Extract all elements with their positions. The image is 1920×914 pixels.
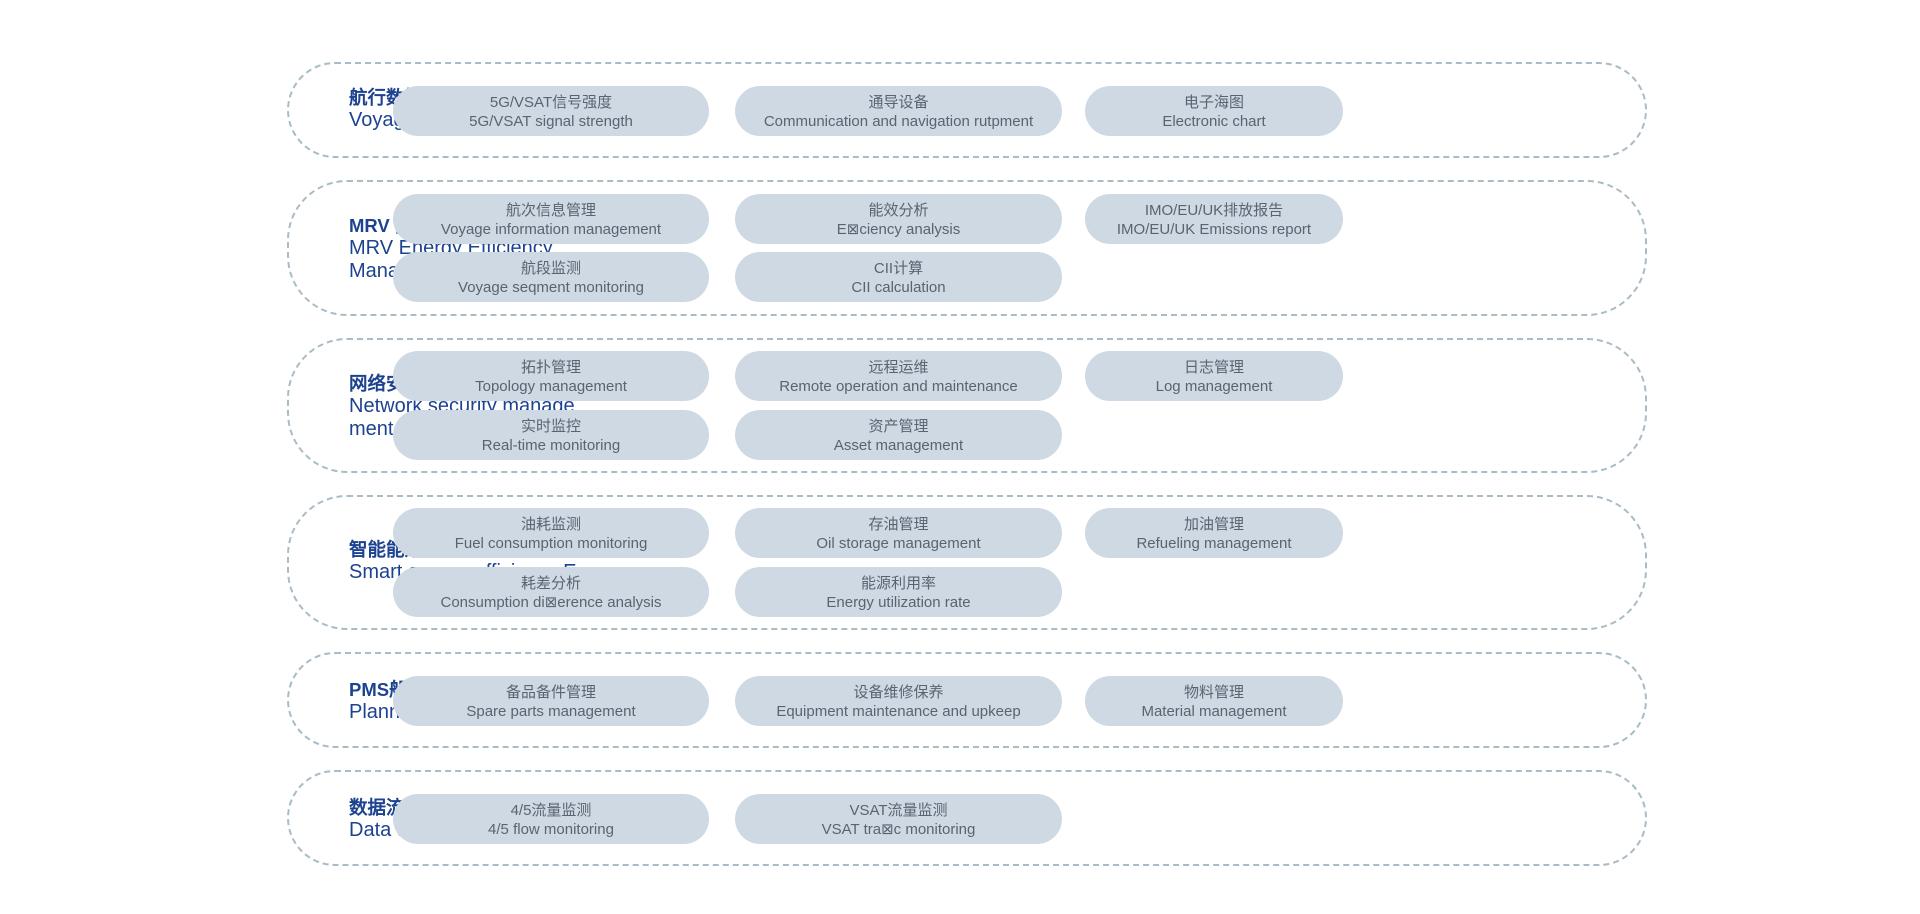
pill-label-zh: 通导设备 [868,93,929,111]
pill-label-zh: IMO/EU/UK排放报告 [1144,201,1284,219]
pill-label-en: E⊠ciency analysis [836,220,961,238]
pill-label-zh: 实时监控 [520,417,581,435]
pill-label-zh: 5G/VSAT信号强度 [489,93,613,111]
pill-label-zh: 设备维修保养 [853,683,944,701]
pill-label-en: Oil storage management [816,534,981,552]
pill-label-en: Topology management [475,377,627,395]
pill-label-zh: 电子海图 [1183,93,1244,111]
pill-label-zh: VSAT流量监测 [849,801,948,819]
pill-label-zh: 物料管理 [1183,683,1244,701]
pill-label-zh: 能效分析 [868,201,929,219]
pill-label-en: 5G/VSAT signal strength [469,112,633,130]
pill-label-zh: 备品备件管理 [505,683,596,701]
pill-label-en: VSAT tra⊠c monitoring [821,820,976,838]
pill-label-en: Energy utilization rate [826,593,971,611]
pill-label-zh: CII计算 [873,259,924,277]
module-section: 网络安全管理平台Network security management plat… [287,338,1647,473]
module-section: PMS船舶机械计划保养系统Planned Maintenance System备… [287,652,1647,748]
pill-label-zh: 加油管理 [1183,515,1244,533]
pill-label-zh: 油耗监测 [520,515,581,533]
pill-label-en: Voyage seqment monitoring [458,278,644,296]
pill-label-zh: 能源利用率 [860,574,936,592]
pill-label-zh: 耗差分析 [520,574,581,592]
pill-label-en: Remote operation and maintenance [779,377,1018,395]
pill-label-zh: 航段监测 [520,259,581,277]
pill-label-zh: 拓扑管理 [520,358,581,376]
pill-label-zh: 航次信息管理 [505,201,596,219]
pill-label-en: Real-time monitoring [481,436,621,454]
module-section: 数据流量监测Data traffic monitoring4/5流量监测4/5 … [287,770,1647,866]
pill-label-zh: 远程运维 [868,358,929,376]
pill-label-en: Spare parts management [466,702,636,720]
pill-label-zh: 资产管理 [868,417,929,435]
pill-label-en: Log management [1155,377,1273,395]
module-section: 航行数据总览Voyage overview5G/VSAT信号强度5G/VSAT … [287,62,1647,158]
pill-label-en: Voyage information management [440,220,662,238]
pill-label-en: Material management [1141,702,1287,720]
pill-label-en: Communication and navigation rutpment [763,112,1034,130]
pill-label-en: CII calculation [851,278,946,296]
module-section: MRV 能效管理MRV Energy EfficiencyManagement … [287,180,1647,316]
pill-label-en: Consumption di⊠erence analysis [440,593,662,611]
pill-label-zh: 日志管理 [1183,358,1244,376]
pill-label-zh: 4/5流量监测 [510,801,592,819]
pill-label-en: 4/5 flow monitoring [488,820,614,838]
pill-label-en: Refueling management [1136,534,1292,552]
pill-label-zh: 存油管理 [868,515,929,533]
pill-label-en: Asset management [833,436,964,454]
pill-label-en: Fuel consumption monitoring [454,534,648,552]
pill-label-en: Equipment maintenance and upkeep [776,702,1021,720]
pill-label-en: IMO/EU/UK Emissions report [1116,220,1312,238]
pill-label-en: Electronic chart [1162,112,1266,130]
